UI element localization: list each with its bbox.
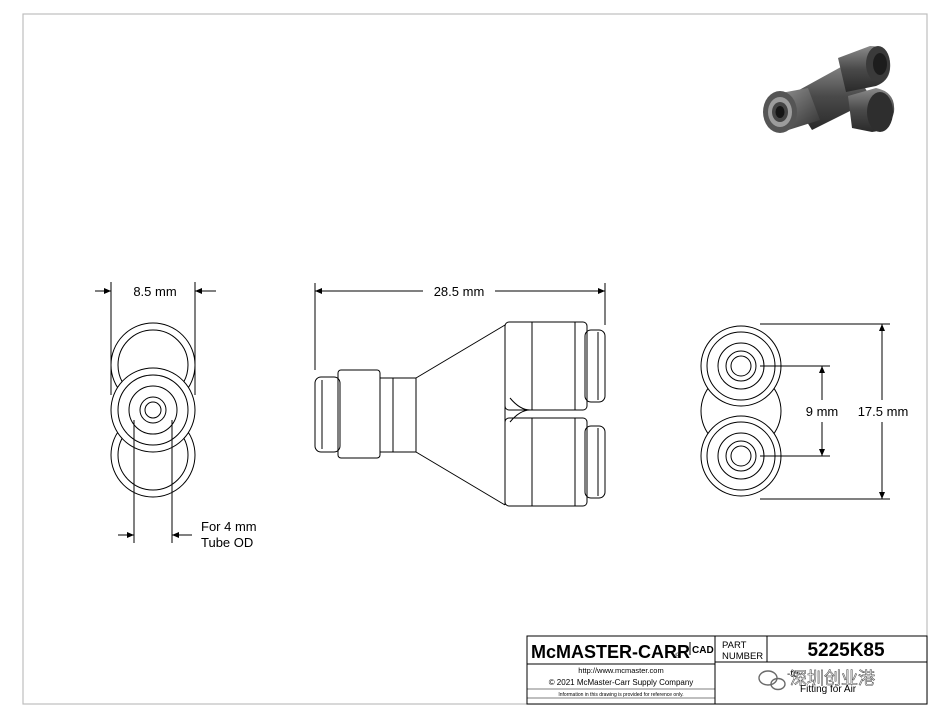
isometric-render xyxy=(763,46,895,133)
overall-height-label: 17.5 mm xyxy=(858,404,909,419)
part-number: 5225K85 xyxy=(807,640,885,661)
disclaimer-text: Information in this drawing is provided … xyxy=(558,692,683,698)
end-view xyxy=(700,323,890,500)
part-label-line1: PART xyxy=(722,640,747,651)
tube-note-line1: For 4 mm xyxy=(201,519,257,534)
watermark-text: 深圳创业港 xyxy=(790,669,875,689)
port-spacing-label: 9 mm xyxy=(806,404,839,419)
wechat-icon xyxy=(758,670,786,691)
registered-mark: ® xyxy=(675,652,681,660)
end-view-arrowheads xyxy=(819,324,885,499)
front-view xyxy=(95,282,216,543)
front-view-arrowheads xyxy=(104,288,202,538)
sheet-border xyxy=(22,13,928,705)
side-view-arrowheads xyxy=(315,288,605,294)
cad-mark: CAD xyxy=(692,645,714,656)
mcmaster-logo-text: McMASTER-CARR xyxy=(531,642,690,662)
tube-note-line2: Tube OD xyxy=(201,535,253,550)
length-dimension-label: 28.5 mm xyxy=(434,284,485,299)
description-line1: -to- xyxy=(787,669,802,680)
website-url: http://www.mcmaster.com xyxy=(578,666,663,675)
description-line2: Fitting for Air xyxy=(800,684,857,695)
side-view xyxy=(314,283,606,507)
watermark: 深圳创业港 xyxy=(758,669,875,691)
copyright-text: © 2021 McMaster-Carr Supply Company xyxy=(549,678,694,687)
part-label-line2: NUMBER xyxy=(722,651,763,662)
title-block: McMASTER-CARR ® CAD PART NUMBER 5225K85 … xyxy=(526,635,928,705)
width-dimension-label: 8.5 mm xyxy=(133,284,176,299)
